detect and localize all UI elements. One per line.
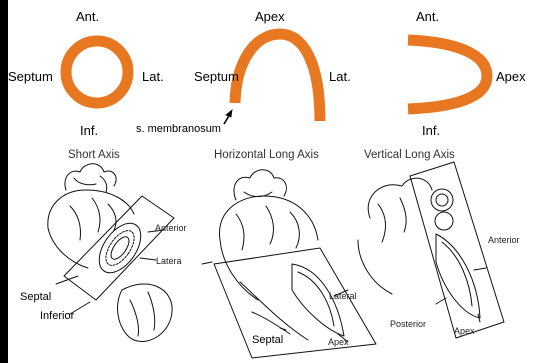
- sa-septal-label: Septal: [20, 292, 51, 303]
- vla-apex-illus-label: Apex: [454, 327, 475, 336]
- sa-inferior-label: Inferior: [40, 311, 74, 322]
- heart-illustrations: [8, 0, 536, 363]
- diagram-canvas: Ant. Septum Lat. Inf. Apex Septum Lat. s…: [8, 0, 536, 363]
- short-axis-title: Short Axis: [68, 150, 120, 162]
- hla-lateral-illus-label: Lateral: [329, 292, 357, 301]
- horizontal-long-axis-title: Horizontal Long Axis: [214, 150, 319, 162]
- hla-apex-illus-label: Apex: [328, 338, 349, 347]
- horizontal-long-axis-illustration: [202, 170, 376, 358]
- vla-anterior-illus-label: Anterior: [488, 236, 520, 245]
- vla-posterior-illus-label: Posterior: [390, 320, 426, 329]
- hla-septal-illus-label: Septal: [252, 335, 283, 346]
- sa-anterior-label: Anterior: [155, 224, 187, 233]
- sa-lateral-label: Latera: [156, 257, 182, 266]
- vertical-long-axis-illustration: [358, 162, 504, 338]
- vertical-long-axis-title: Vertical Long Axis: [364, 150, 455, 162]
